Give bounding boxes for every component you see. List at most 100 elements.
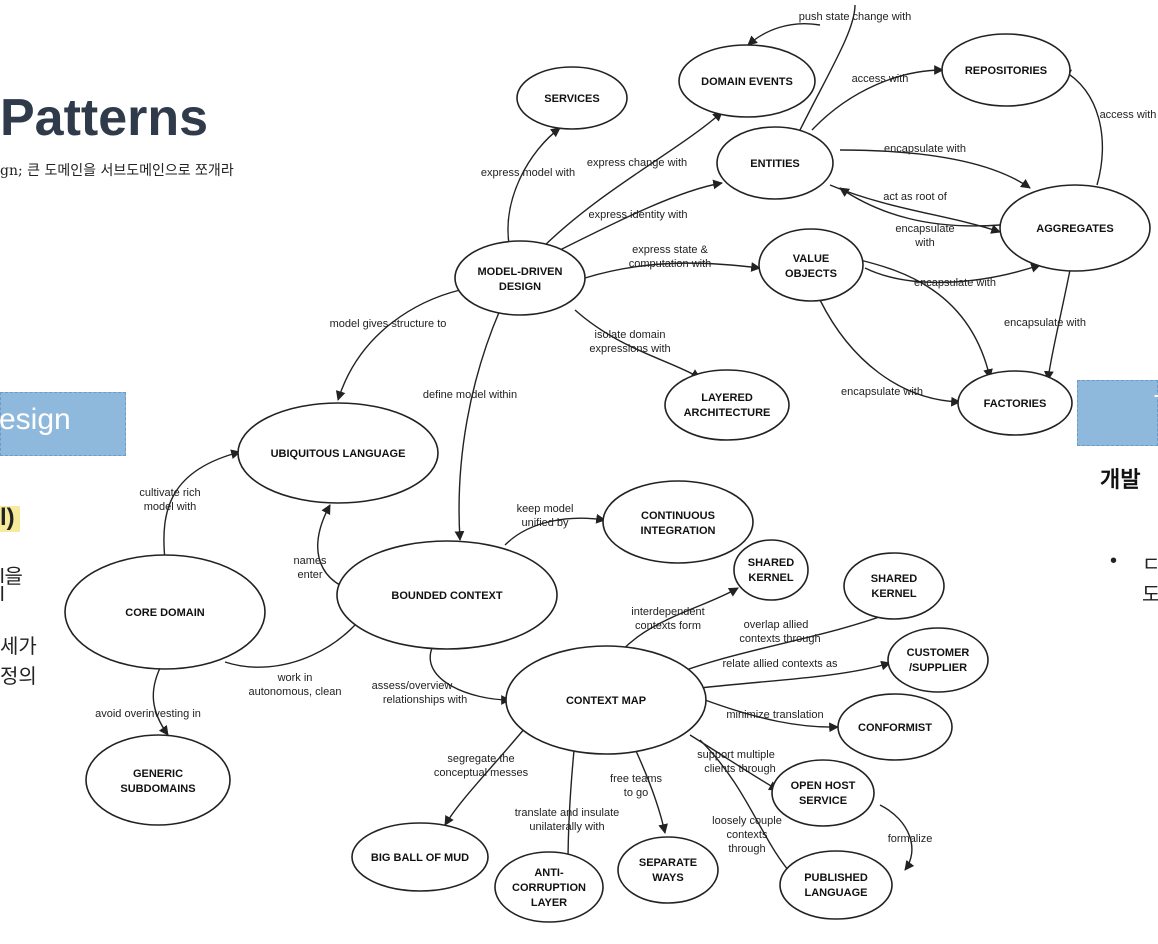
label-ci-2: INTEGRATION — [641, 525, 716, 537]
label-acl-1: ANTI- — [534, 867, 564, 879]
label-la-2: ARCHITECTURE — [684, 407, 771, 419]
edge-label: express model with — [481, 167, 575, 179]
edge-label: to go — [624, 787, 648, 799]
edge-assess — [429, 647, 511, 705]
edge-label: isolate domain — [595, 329, 666, 341]
edge-label: work in — [277, 672, 313, 684]
slide-subtitle: gn; 큰 도메인을 서브도메인으로 쪼개라 — [0, 163, 234, 179]
edge-label: relate allied contexts as — [723, 658, 838, 670]
label-ohs-1: OPEN HOST — [791, 780, 856, 792]
node-open-host-service — [771, 759, 875, 827]
label-vo-2: OBJECTS — [785, 268, 837, 280]
label-mdd-2: DESIGN — [499, 281, 541, 293]
node-domain-events — [678, 44, 816, 118]
edge-label: free teams — [610, 773, 662, 785]
edge-label: segregate the — [447, 753, 514, 765]
edge-label: computation with — [629, 258, 712, 270]
edge-label: unilaterally with — [529, 821, 604, 833]
label-big-ball-of-mud: BIG BALL OF MUD — [371, 852, 469, 864]
edge-encap-vo-fact2 — [859, 259, 993, 379]
edge-label: avoid overinvesting in — [95, 708, 201, 720]
edge-label: model with — [144, 501, 197, 513]
label-sk1-2: KERNEL — [748, 572, 794, 584]
label-acl-3: LAYER — [531, 897, 567, 909]
node-services — [516, 66, 628, 130]
edge-label: contexts through — [739, 633, 820, 645]
edge-label: loosely couple — [712, 815, 782, 827]
node-entities — [716, 126, 834, 200]
edge-model-structure — [335, 289, 461, 401]
edge-label: minimize translation — [726, 709, 823, 721]
edge-label: act as root of — [883, 191, 948, 203]
edge-label: encapsulate with — [1004, 317, 1086, 329]
node-value-objects — [758, 228, 864, 302]
edge-label: cultivate rich — [139, 487, 200, 499]
edge-keep-unified — [504, 513, 606, 546]
label-cs-1: CUSTOMER — [907, 647, 970, 659]
right-heading: 개발 — [1100, 467, 1141, 492]
edge-label: formalize — [888, 833, 933, 845]
label-sw-1: SEPARATE — [639, 857, 697, 869]
edge-label: contexts — [727, 829, 768, 841]
left-section-label: esign — [0, 403, 71, 436]
label-pl-1: PUBLISHED — [804, 872, 868, 884]
edge-encap-vo-fact — [819, 299, 961, 407]
edge-label: access with — [852, 73, 909, 85]
edge-express-model — [507, 127, 561, 251]
edge-label: contexts form — [635, 620, 701, 632]
edge-label: autonomous, clean — [249, 686, 342, 698]
edge-express-change — [539, 111, 723, 251]
node-bounded-context — [336, 540, 558, 650]
edge-label: express change with — [587, 157, 687, 169]
edge-label: model gives structure to — [330, 318, 447, 330]
label-mdd-1: MODEL-DRIVEN — [478, 266, 563, 278]
edge-translate — [563, 739, 576, 866]
label-repositories: REPOSITORIES — [965, 65, 1047, 77]
edge-label: encapsulate with — [914, 277, 996, 289]
edge-label: assess/overview — [372, 680, 453, 692]
label-acl-2: CORRUPTION — [512, 882, 586, 894]
edge-access-repo — [811, 65, 944, 131]
node-ubiquitous-language — [237, 402, 439, 504]
edge-label: access with — [1100, 109, 1157, 121]
edge-label: encapsulate — [895, 223, 954, 235]
node-context-map — [505, 645, 707, 755]
node-core-domain — [64, 554, 266, 670]
edge-label: define model within — [423, 389, 517, 401]
edge-label: conceptual messes — [434, 767, 529, 779]
edge-label: names — [293, 555, 327, 567]
right-text-line: ㄷ — [1142, 554, 1158, 576]
label-ohs-2: SERVICE — [799, 795, 847, 807]
label-pl-2: LANGUAGE — [805, 887, 868, 899]
slide-title: Patterns — [0, 89, 209, 147]
label-sk2-1: SHARED — [871, 573, 918, 585]
node-published-language — [779, 850, 893, 920]
left-text-line: l — [0, 584, 5, 606]
node-customer-supplier — [887, 627, 989, 693]
edge-segregate — [444, 727, 526, 826]
edge-label: with — [914, 237, 935, 249]
left-text-line: 세가 — [0, 636, 37, 658]
edge-express-identity — [559, 179, 723, 251]
label-conformist: CONFORMIST — [858, 722, 932, 734]
edge-label: enter — [297, 569, 322, 581]
edge-encap-vo-agg — [864, 263, 1041, 284]
edge-express-state — [584, 262, 761, 279]
node-factories — [957, 370, 1073, 436]
edge-label: translate and insulate — [515, 807, 620, 819]
node-continuous-integration — [602, 480, 754, 564]
label-vo-1: VALUE — [793, 253, 829, 265]
node-shared-kernel-1 — [733, 539, 809, 601]
edge-encap-agg-ent — [839, 187, 1001, 227]
edge-label: express state & — [632, 244, 708, 256]
node-repositories — [941, 33, 1071, 107]
left-highlight-text: l) — [0, 504, 15, 531]
edge-push-state-arrow — [747, 23, 821, 46]
edge-cultivate — [163, 449, 241, 561]
edge-label: encapsulate with — [884, 143, 966, 155]
right-section-label: T — [1154, 389, 1158, 420]
label-context-map: CONTEXT MAP — [566, 695, 646, 707]
label-services: SERVICES — [544, 93, 599, 105]
node-generic-subdomains — [85, 734, 231, 826]
label-domain-events: DOMAIN EVENTS — [701, 76, 793, 88]
